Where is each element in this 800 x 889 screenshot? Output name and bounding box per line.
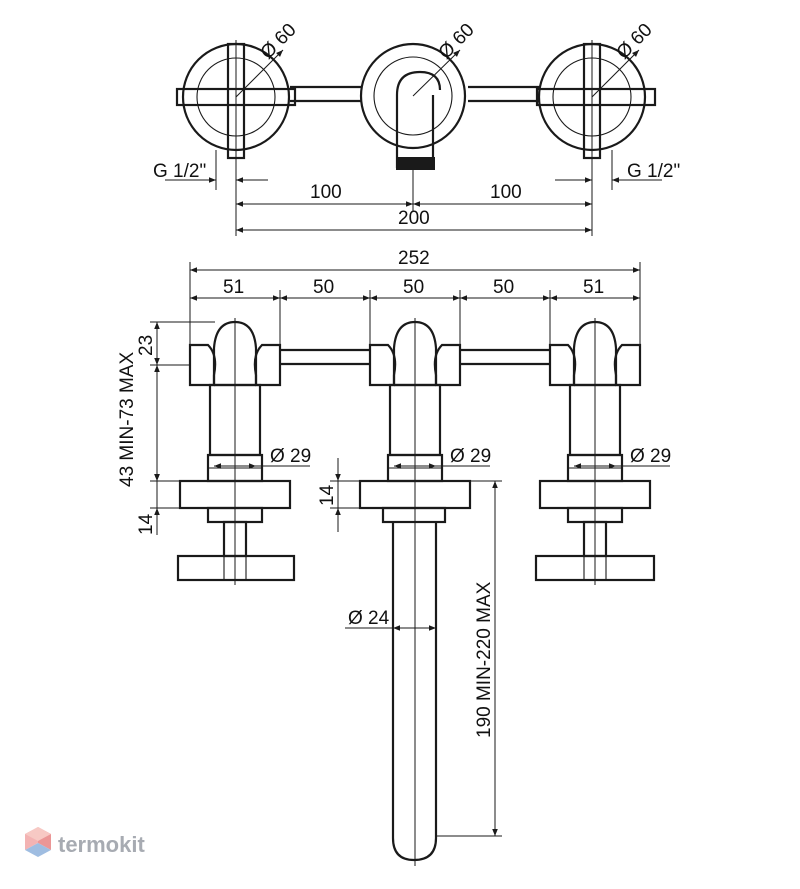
dia-body-right-label: Ø 29 xyxy=(630,446,671,467)
spacing-left-label: 100 xyxy=(310,182,342,203)
front-left-valve xyxy=(176,318,296,585)
spout-length-label: 190 MIN-220 MAX xyxy=(474,581,495,738)
top-view: Ø 60 Ø 60 Ø 60 G 1/2" G 1/2" 100 100 200 xyxy=(153,20,680,236)
dia-body-center-label: Ø 29 xyxy=(450,446,491,467)
seg-5-label: 51 xyxy=(583,277,604,298)
top-dia-right-label: Ø 60 xyxy=(613,20,657,64)
top-dia-left-label: Ø 60 xyxy=(257,20,301,64)
overall-width-label: 252 xyxy=(398,248,430,269)
handle-height-label: 23 xyxy=(136,335,157,356)
flange-depth-center-label: 14 xyxy=(317,484,338,506)
dia-body-left-label: Ø 29 xyxy=(270,446,311,467)
seg-4-label: 50 xyxy=(493,277,514,298)
seg-1-label: 51 xyxy=(223,277,244,298)
termokit-logo-icon xyxy=(25,827,51,857)
spacing-total-label: 200 xyxy=(398,208,430,229)
top-center-spout xyxy=(359,42,467,170)
watermark: termokit xyxy=(25,827,145,857)
wall-depth-label: 43 MIN-73 MAX xyxy=(117,352,138,487)
thread-left-label: G 1/2" xyxy=(153,161,206,182)
thread-right-label: G 1/2" xyxy=(627,161,680,182)
front-view: 252 51 50 50 50 51 xyxy=(117,248,671,866)
watermark-text: termokit xyxy=(58,832,145,857)
front-center-spout xyxy=(358,318,472,866)
flange-depth-left-label: 14 xyxy=(136,513,157,535)
top-dia-center-label: Ø 60 xyxy=(435,20,479,64)
spacing-right-label: 100 xyxy=(490,182,522,203)
seg-3-label: 50 xyxy=(403,277,424,298)
seg-2-label: 50 xyxy=(313,277,334,298)
dia-spout-label: Ø 24 xyxy=(348,608,390,629)
